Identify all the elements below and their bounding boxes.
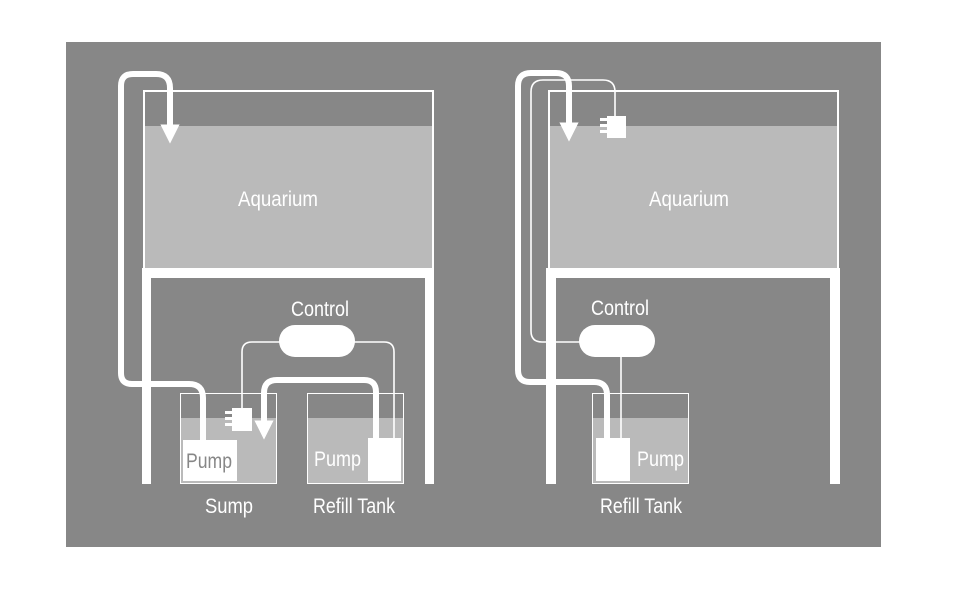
refill-tank: [307, 393, 404, 484]
sump-pump: [183, 440, 237, 481]
stand-leg-right: [425, 268, 434, 484]
sump-pump-label: Pump: [186, 450, 232, 473]
stand-leg-left: [546, 268, 556, 484]
stand-top: [142, 268, 434, 278]
control-wire-sensor: [530, 79, 616, 343]
sump-tank: [180, 393, 277, 484]
level-sensor-icon: [600, 116, 626, 138]
refill-label: Refill Tank: [313, 495, 395, 518]
refill-tank: [592, 393, 689, 484]
level-sensor-icon: [225, 408, 252, 431]
left-diagram: Aquarium Pump Sump Pump Refill Tank: [118, 71, 434, 518]
aquarium-water: [550, 126, 837, 268]
aquarium-label: Aquarium: [238, 188, 318, 211]
refill-pipe: [515, 70, 610, 438]
refill-pump-label: Pump: [314, 448, 361, 471]
stand-top: [546, 268, 840, 278]
return-pipe: [118, 71, 206, 440]
stand-leg-left: [142, 268, 151, 484]
aquarium-water: [145, 126, 432, 268]
control-unit: [279, 325, 355, 357]
aquarium-label: Aquarium: [649, 188, 729, 211]
control-label: Control: [591, 297, 649, 320]
refill-pump: [596, 438, 630, 481]
sump-label: Sump: [205, 495, 253, 518]
control-unit: [579, 325, 655, 357]
right-diagram: Aquarium Pump Refill Tank Control: [515, 70, 840, 518]
control-wire-sensor: [241, 341, 290, 408]
control-wire-pump: [345, 341, 395, 438]
refill-pump-label: Pump: [637, 448, 684, 471]
refill-pipe: [254, 377, 379, 440]
stand-leg-right: [830, 268, 840, 484]
control-label: Control: [291, 298, 349, 321]
refill-label: Refill Tank: [600, 495, 682, 518]
refill-pump: [368, 438, 401, 481]
